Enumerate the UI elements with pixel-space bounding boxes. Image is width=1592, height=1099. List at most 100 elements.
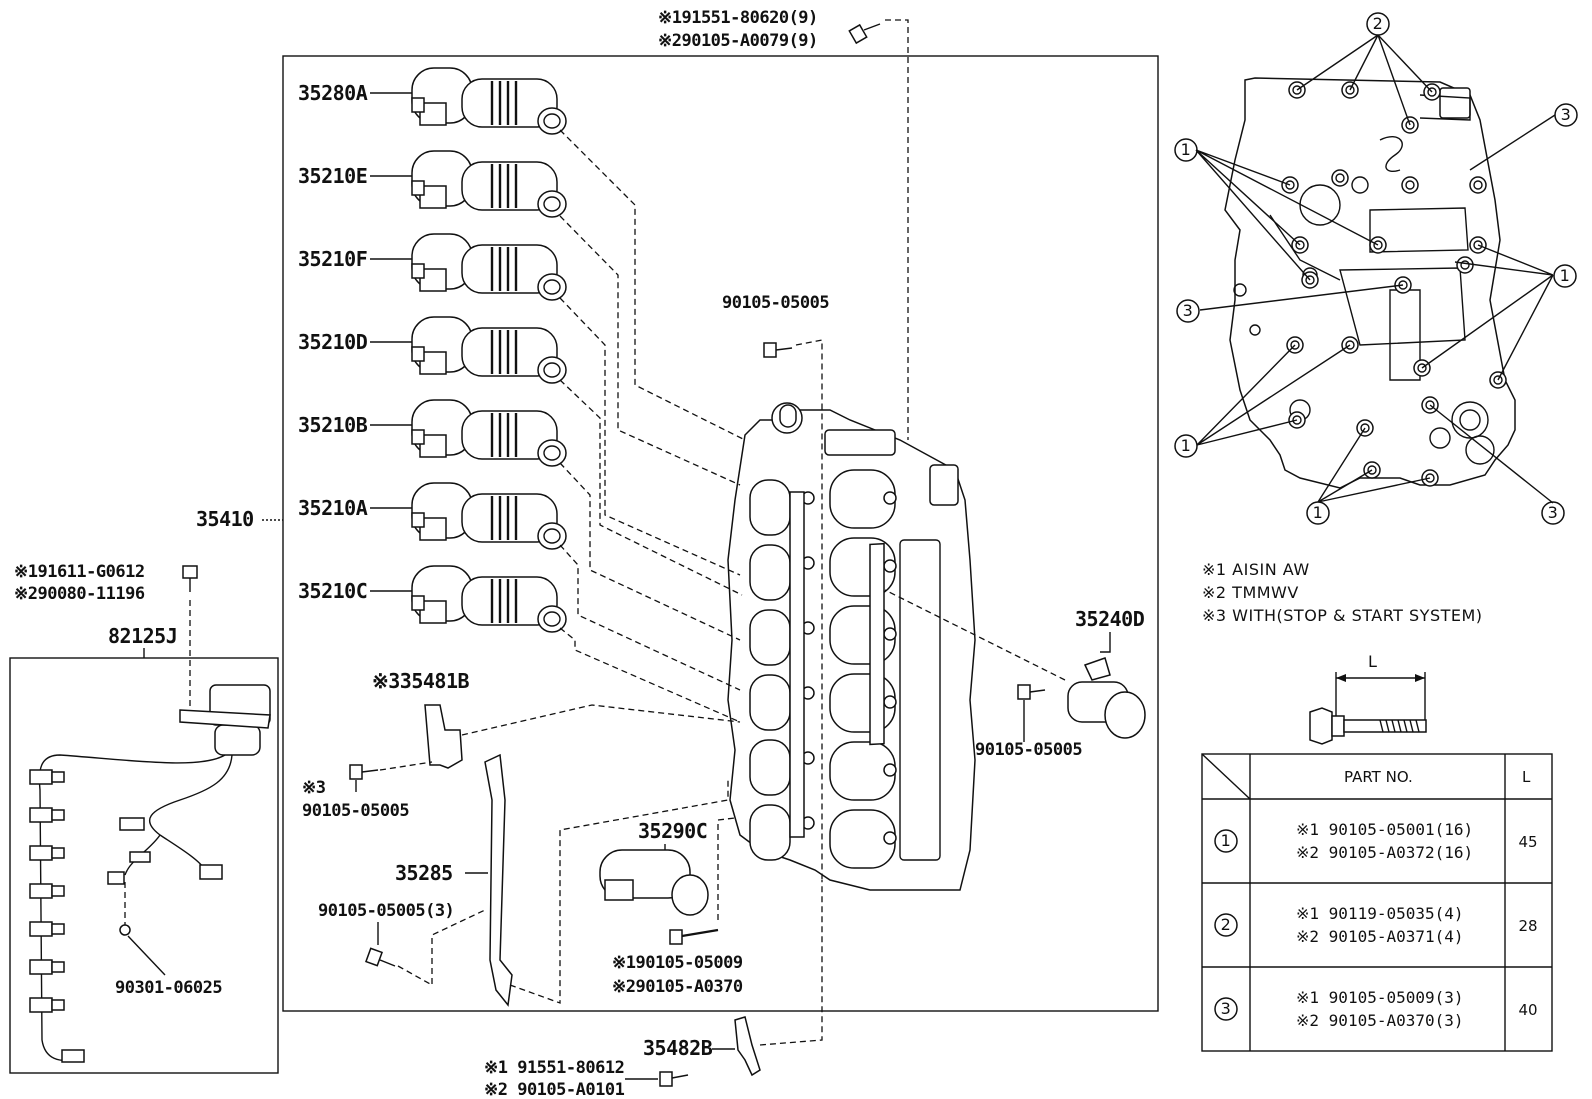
- label-35210C: 35210C: [298, 579, 367, 603]
- label-90105-05005-mid: 90105-05005: [722, 293, 829, 313]
- bolt-thread: [1409, 719, 1414, 733]
- spool: [749, 609, 791, 666]
- callout-number: 3: [1183, 301, 1194, 320]
- table-ref-number: 2: [1221, 915, 1232, 934]
- table-ref-circle: [1214, 997, 1238, 1021]
- plate-bolt: [1456, 256, 1474, 274]
- spool-right-end: [883, 695, 897, 709]
- harness-connector-tab: [51, 961, 65, 973]
- label-35285: 35285: [395, 861, 453, 885]
- table-row: 2※1 90119-05035(4)※2 90105-A0371(4)28: [1214, 904, 1538, 946]
- wire-harness-82125J: [29, 684, 271, 1063]
- spool: [749, 479, 791, 536]
- top-bolt-icon: [848, 23, 881, 45]
- label-bolt-05009-2: ※290105-A0370: [612, 977, 743, 997]
- spool: [749, 804, 791, 861]
- label-bottom-bolt-2: ※2 90105-A0101: [484, 1080, 625, 1099]
- left-bolt-icon: [349, 764, 379, 780]
- label-35210E: 35210E: [298, 164, 367, 188]
- harness-connector-tab: [51, 999, 65, 1011]
- parts-table: PART NO. L 1※1 90105-05001(16)※2 90105-A…: [1201, 753, 1553, 1052]
- note-3: ※3 WITH(STOP & START SYSTEM): [1202, 606, 1483, 625]
- harness-connector: [29, 883, 53, 899]
- table-part-line-1: ※1 90105-05009(3): [1296, 988, 1464, 1007]
- table-row: 1※1 90105-05001(16)※2 90105-A0372(16)45: [1214, 820, 1538, 862]
- bolt-05005-3-icon: [365, 947, 396, 967]
- harness-connector: [29, 807, 53, 823]
- bracket-35482B: [734, 1016, 761, 1077]
- solenoid-35210B: [370, 399, 567, 467]
- plate-bolt-center: [1305, 275, 1315, 285]
- harness-bolt-icon: [182, 565, 198, 592]
- label-bottom-bolt-1: ※1 91551-80612: [484, 1058, 624, 1078]
- harness-connector-tab: [51, 847, 65, 859]
- plate-bolt-center: [1405, 180, 1415, 190]
- harness-connector: [29, 997, 53, 1013]
- label-35290C: 35290C: [638, 819, 707, 843]
- table-header-l: L: [1522, 768, 1531, 786]
- plate-bolt-center: [1290, 340, 1300, 350]
- bottom-bolt-icon: [659, 1071, 689, 1087]
- plate-bolt: [1469, 176, 1487, 194]
- harness-connector: [29, 845, 53, 861]
- table-ref-circle: [1214, 913, 1238, 937]
- plate-bolt-center: [1427, 87, 1437, 97]
- plate-bolt-center: [1367, 465, 1377, 475]
- solenoid-35210C: [370, 565, 567, 633]
- plate-bolt-center: [1473, 180, 1483, 190]
- solenoid-column: [370, 67, 567, 633]
- bolt-length-label: L: [1368, 652, 1377, 671]
- table-ref-circle: [1214, 829, 1238, 853]
- label-35210D: 35210D: [298, 330, 368, 354]
- label-90105-05005-3: 90105-05005(3): [318, 901, 454, 921]
- callout-number: 1: [1560, 266, 1571, 285]
- bolt-thread: [1385, 719, 1390, 733]
- label-bolt-left-2: 90105-05005: [302, 801, 409, 821]
- plate-bolt: [1401, 176, 1419, 194]
- plate-bolt-center: [1425, 473, 1435, 483]
- leader-35482B-dash: [759, 880, 823, 1046]
- plate-bolt-center: [1292, 415, 1302, 425]
- note-2: ※2 TMMWV: [1202, 583, 1299, 602]
- bolt-thread: [1391, 719, 1396, 733]
- solenoid-leaders: [559, 129, 746, 723]
- leader-35240D-dash: [884, 589, 1066, 681]
- harness-connector: [29, 959, 53, 975]
- label-35240D: 35240D: [1075, 607, 1145, 631]
- leader-90301-06025: [127, 935, 166, 976]
- top-bolt-label-2: ※290105-A0079(9): [658, 31, 818, 51]
- spool-right-end: [883, 831, 897, 845]
- callout-number: 1: [1181, 436, 1192, 455]
- harness-connector: [29, 769, 53, 785]
- plate-bolt-center: [1345, 85, 1355, 95]
- callout-number: 2: [1373, 14, 1384, 33]
- harness-connector-tab: [51, 809, 65, 821]
- label-35280A: 35280A: [298, 81, 368, 105]
- callout-number: 1: [1181, 140, 1192, 159]
- plate-bolt-center: [1360, 423, 1370, 433]
- label-35210B: 35210B: [298, 413, 368, 437]
- callout-circle: [1541, 501, 1565, 525]
- solenoid-35210E: [370, 150, 567, 218]
- plate-bolt-center: [1345, 340, 1355, 350]
- solenoid-35210A: [370, 482, 567, 550]
- leader-35285-dash: [509, 780, 729, 1004]
- sensor-35240D: [1067, 657, 1146, 739]
- plate-bolt-center: [1285, 180, 1295, 190]
- bolt-thread: [1379, 719, 1384, 733]
- table-part-line-2: ※2 90105-A0372(16): [1296, 843, 1473, 862]
- callout-circle: [1174, 434, 1198, 458]
- valve-body: [727, 402, 976, 891]
- plate-bolt-center: [1460, 260, 1470, 270]
- bolt-length-diagram: L: [1309, 652, 1427, 745]
- bolt-thread: [1403, 719, 1408, 733]
- plate-bolt-center: [1335, 173, 1345, 183]
- spool: [749, 544, 791, 601]
- spool-right-end: [883, 763, 897, 777]
- plate-bolt-center: [1292, 85, 1302, 95]
- label-bolt-left-1: ※3: [302, 778, 326, 798]
- harness-connector-tab: [51, 771, 65, 783]
- spool-right-end: [883, 491, 897, 505]
- table-part-line-1: ※1 90105-05001(16): [1296, 820, 1473, 839]
